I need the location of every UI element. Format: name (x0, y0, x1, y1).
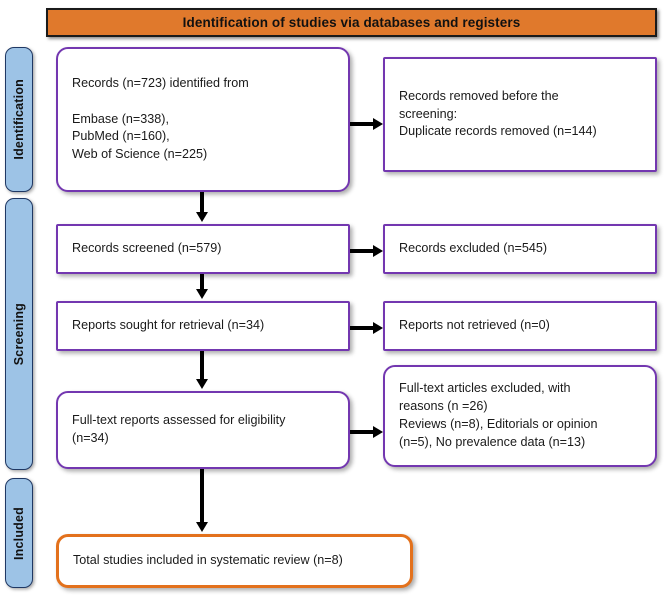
node-text: Records screened (n=579) (72, 241, 222, 256)
stage-tab-screening: Screening (5, 198, 33, 470)
node-text: Records (n=723) identified from Embase (… (72, 75, 249, 162)
node-text: Reports sought for retrieval (n=34) (72, 318, 265, 333)
diagram-header-banner: Identification of studies via databases … (46, 8, 657, 37)
stage-tab-identification: Identification (5, 47, 33, 192)
arrow-head-icon (373, 245, 383, 257)
stage-tab-included: Included (5, 478, 33, 588)
node-text: Total studies included in systematic rev… (73, 553, 343, 568)
node-text: Full-text reports assessed for eligibili… (72, 413, 286, 445)
arrow-shaft (350, 430, 375, 434)
node-records-screened: Records screened (n=579) (56, 224, 350, 274)
node-text: Records excluded (n=545) (399, 241, 548, 256)
node-records-excluded: Records excluded (n=545) (383, 224, 657, 274)
arrow-head-icon (373, 322, 383, 334)
arrow-head-icon (373, 118, 383, 130)
arrow-shaft (350, 122, 375, 126)
arrow-shaft (350, 249, 375, 253)
page-title: Identification of studies via databases … (182, 15, 521, 30)
arrow-shaft (200, 351, 204, 381)
arrow-shaft (200, 469, 204, 524)
node-fulltext-articles-excluded: Full-text articles excluded, with reason… (383, 365, 657, 467)
node-text: Records removed before the screening: Du… (399, 88, 597, 139)
node-text: Full-text articles excluded, with reason… (399, 381, 598, 449)
arrow-head-icon (373, 426, 383, 438)
stage-tab-label: Screening (12, 302, 26, 366)
node-reports-not-retrieved: Reports not retrieved (n=0) (383, 301, 657, 351)
stage-tab-label: Identification (12, 79, 26, 160)
arrow-head-icon (196, 522, 208, 532)
node-records-identified: Records (n=723) identified from Embase (… (56, 47, 350, 192)
node-fulltext-reports-assessed: Full-text reports assessed for eligibili… (56, 391, 350, 469)
arrow-shaft (350, 326, 375, 330)
arrow-head-icon (196, 289, 208, 299)
node-text: Reports not retrieved (n=0) (399, 318, 550, 333)
node-total-studies-included: Total studies included in systematic rev… (56, 534, 413, 588)
arrow-shaft (200, 274, 204, 291)
arrow-head-icon (196, 212, 208, 222)
arrow-head-icon (196, 379, 208, 389)
arrow-shaft (200, 192, 204, 214)
stage-tab-label: Included (12, 506, 26, 560)
node-records-removed: Records removed before the screening: Du… (383, 57, 657, 172)
node-reports-sought-for-retrieval: Reports sought for retrieval (n=34) (56, 301, 350, 351)
